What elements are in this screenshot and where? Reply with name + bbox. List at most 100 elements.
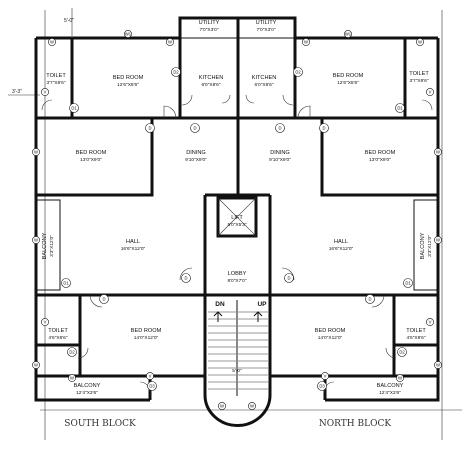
door-tag: D [275, 123, 285, 133]
window-tag: W [166, 38, 174, 46]
hall-right-name: HALL [334, 239, 348, 245]
window-tag: W [302, 38, 310, 46]
window-tag: W [434, 148, 442, 156]
lift-base-dimension: 5'-0" [232, 368, 242, 374]
balcony-side-left-name: BALCONY [42, 232, 48, 259]
bedroom-mid-right-name: BED ROOM [365, 150, 396, 156]
svg-text:W: W [436, 150, 440, 155]
svg-text:W: W [168, 40, 172, 45]
svg-text:D: D [184, 276, 187, 281]
door-tag: D [319, 123, 329, 133]
toilet-bottom-right-name: TOILET [406, 328, 426, 334]
plot-boundary [8, 8, 462, 440]
door-tag: D1 [69, 103, 79, 113]
toilet-bottom-left-dim: 4'6"X8'6" [48, 335, 67, 341]
toilet-bottom-right-dim: 4'6"X8'6" [406, 335, 425, 341]
bedroom-bottom-right-dim: 14'0"X12'0" [318, 335, 343, 341]
door-tag: D3 [317, 381, 327, 391]
svg-text:W: W [304, 40, 308, 45]
window-tag: V [146, 372, 154, 380]
svg-text:D: D [322, 126, 325, 131]
svg-text:V: V [429, 320, 432, 325]
door-tag: D2 [293, 67, 303, 77]
svg-text:D1: D1 [71, 106, 77, 111]
bedroom-bottom-left-dim: 14'0"X12'0" [134, 335, 159, 341]
door-tag: D [190, 123, 200, 133]
lobby-name: LOBBY [228, 271, 247, 277]
window-tag: W [416, 38, 424, 46]
window-tag: V [321, 372, 329, 380]
left-edge-dimension: 3'-3" [12, 89, 22, 95]
svg-text:W: W [34, 238, 38, 243]
lift-name: LIFT [231, 215, 243, 221]
window-tag: W [48, 38, 56, 46]
toilet-top-right-name: TOILET [409, 71, 429, 77]
svg-text:D1: D1 [63, 281, 69, 286]
stair-down-label: DN [215, 301, 225, 308]
balcony-bottom-left-dim: 12'4"X3'6" [76, 390, 98, 396]
svg-text:V: V [44, 90, 47, 95]
toilet-bottom-left-name: TOILET [48, 328, 68, 334]
door-tag: D [365, 294, 375, 304]
svg-text:D3: D3 [149, 384, 155, 389]
lift-dim: 5'0"X5'3" [227, 222, 246, 228]
door-swings [41, 94, 433, 393]
svg-text:W: W [34, 150, 38, 155]
north-block-label: NORTH BLOCK [319, 419, 391, 429]
hall-right-dim: 16'6"X12'0" [329, 246, 354, 252]
outer-walls [34, 16, 440, 427]
svg-text:V: V [149, 374, 152, 379]
window-tag: V [426, 318, 434, 326]
bedroom-top-left-dim: 12'6"X8'6" [117, 82, 139, 88]
svg-text:V: V [429, 90, 432, 95]
hall-left-name: HALL [126, 239, 140, 245]
door-tag: D [99, 294, 109, 304]
interior-walls [36, 37, 438, 378]
svg-text:W1: W1 [125, 32, 132, 37]
window-tag: V [426, 88, 434, 96]
window-tag: W [32, 236, 40, 244]
door-tag: D2 [171, 67, 181, 77]
door-tag: D1 [403, 278, 413, 288]
door-tag: D2 [67, 347, 77, 357]
svg-text:D: D [368, 297, 371, 302]
bedroom-mid-left-dim: 13'0"X9'0" [80, 157, 102, 163]
svg-text:D: D [287, 276, 290, 281]
room-labels: UTILITY 7'0"X3'0" UTILITY 7'0"X3'0" TOIL… [42, 20, 433, 396]
svg-text:W: W [50, 40, 54, 45]
svg-text:D1: D1 [397, 106, 403, 111]
svg-text:D2: D2 [69, 350, 75, 355]
window-tag: W [396, 374, 404, 382]
window-tag: V [41, 88, 49, 96]
south-block-label: SOUTH BLOCK [64, 419, 136, 429]
utility-left-name: UTILITY [199, 20, 220, 26]
svg-text:W: W [436, 238, 440, 243]
svg-text:V: V [44, 320, 47, 325]
svg-text:W: W [398, 376, 402, 381]
svg-text:W: W [418, 40, 422, 45]
door-tag: D1 [61, 278, 71, 288]
utility-right-name: UTILITY [256, 20, 277, 26]
south-block-line-1: SOUTH BLOCK [64, 419, 136, 429]
balcony-bottom-left-name: BALCONY [74, 383, 101, 389]
balcony-side-left-dim: 3'3"X12'0" [49, 235, 55, 257]
window-tag: W [32, 148, 40, 156]
svg-text:W: W [436, 363, 440, 368]
utility-right-dim: 7'0"X3'0" [256, 27, 275, 33]
top-edge-dimension: 5'-0" [64, 18, 74, 24]
bedroom-mid-left-name: BED ROOM [76, 150, 107, 156]
bedroom-bottom-right-name: BED ROOM [315, 328, 346, 334]
svg-text:D2: D2 [399, 350, 405, 355]
balcony-bottom-right-name: BALCONY [377, 383, 404, 389]
kitchen-left-name: KITCHEN [199, 75, 224, 81]
window-tag: W [434, 361, 442, 369]
balcony-side-right-name: BALCONY [420, 232, 426, 259]
svg-text:W: W [70, 376, 74, 381]
svg-text:D: D [102, 297, 105, 302]
svg-text:W: W [250, 404, 254, 409]
window-tag: W [68, 374, 76, 382]
door-tag: D [145, 123, 155, 133]
window-tag: W1 [344, 30, 352, 38]
svg-text:W: W [220, 404, 224, 409]
